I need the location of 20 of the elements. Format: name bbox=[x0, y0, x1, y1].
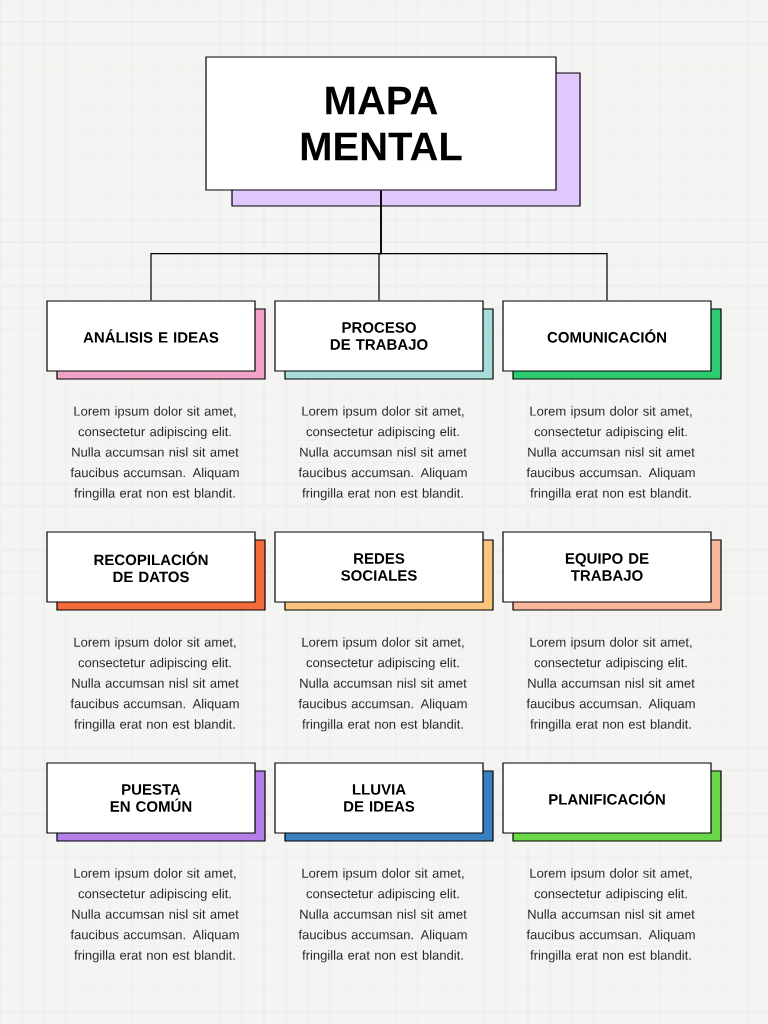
description: Lorem ipsum dolor sit amet, consectetur adipiscing elit. Nulla accumsan nisl sit amet faucibus accumsan. Aliquam fringilla erat non est blandit. bbox=[526, 406, 695, 501]
title-box: MAPA MENTAL bbox=[205, 56, 557, 191]
description: Lorem ipsum dolor sit amet, consectetur adipiscing elit. Nulla accumsan nisl sit amet faucibus accumsan. Aliquam fringilla erat non est blandit. bbox=[70, 406, 239, 501]
topic-box: EQUIPO DE TRABAJO bbox=[502, 531, 712, 603]
description: Lorem ipsum dolor sit amet, consectetur adipiscing elit. Nulla accumsan nisl sit amet faucibus accumsan. Aliquam fringilla erat non est blandit. bbox=[70, 868, 239, 963]
topic-box: PUESTA EN COMÚN bbox=[46, 762, 256, 834]
description: Lorem ipsum dolor sit amet, consectetur adipiscing elit. Nulla accumsan nisl sit amet faucibus accumsan. Aliquam fringilla erat non est blandit. bbox=[298, 637, 467, 732]
description: Lorem ipsum dolor sit amet, consectetur adipiscing elit. Nulla accumsan nisl sit amet faucibus accumsan. Aliquam fringilla erat non est blandit. bbox=[526, 637, 695, 732]
description: Lorem ipsum dolor sit amet, consectetur adipiscing elit. Nulla accumsan nisl sit amet faucibus accumsan. Aliquam fringilla erat non est blandit. bbox=[70, 637, 239, 732]
topic-box: LLUVIA DE IDEAS bbox=[274, 762, 484, 834]
description: Lorem ipsum dolor sit amet, consectetur adipiscing elit. Nulla accumsan nisl sit amet faucibus accumsan. Aliquam fringilla erat non est blandit. bbox=[298, 868, 467, 963]
description: Lorem ipsum dolor sit amet, consectetur adipiscing elit. Nulla accumsan nisl sit amet faucibus accumsan. Aliquam fringilla erat non est blandit. bbox=[298, 406, 467, 501]
topic-box: REDES SOCIALES bbox=[274, 531, 484, 603]
topic-box: PROCESO DE TRABAJO bbox=[274, 300, 484, 372]
topic-box: PLANIFICACIÓN bbox=[502, 762, 712, 834]
description: Lorem ipsum dolor sit amet, consectetur adipiscing elit. Nulla accumsan nisl sit amet faucibus accumsan. Aliquam fringilla erat non est blandit. bbox=[526, 868, 695, 963]
topic-box: ANÁLISIS E IDEAS bbox=[46, 300, 256, 372]
connector-line bbox=[380, 190, 608, 301]
topic-box: COMUNICACIÓN bbox=[502, 300, 712, 372]
topic-box: RECOPILACIÓN DE DATOS bbox=[46, 531, 256, 603]
